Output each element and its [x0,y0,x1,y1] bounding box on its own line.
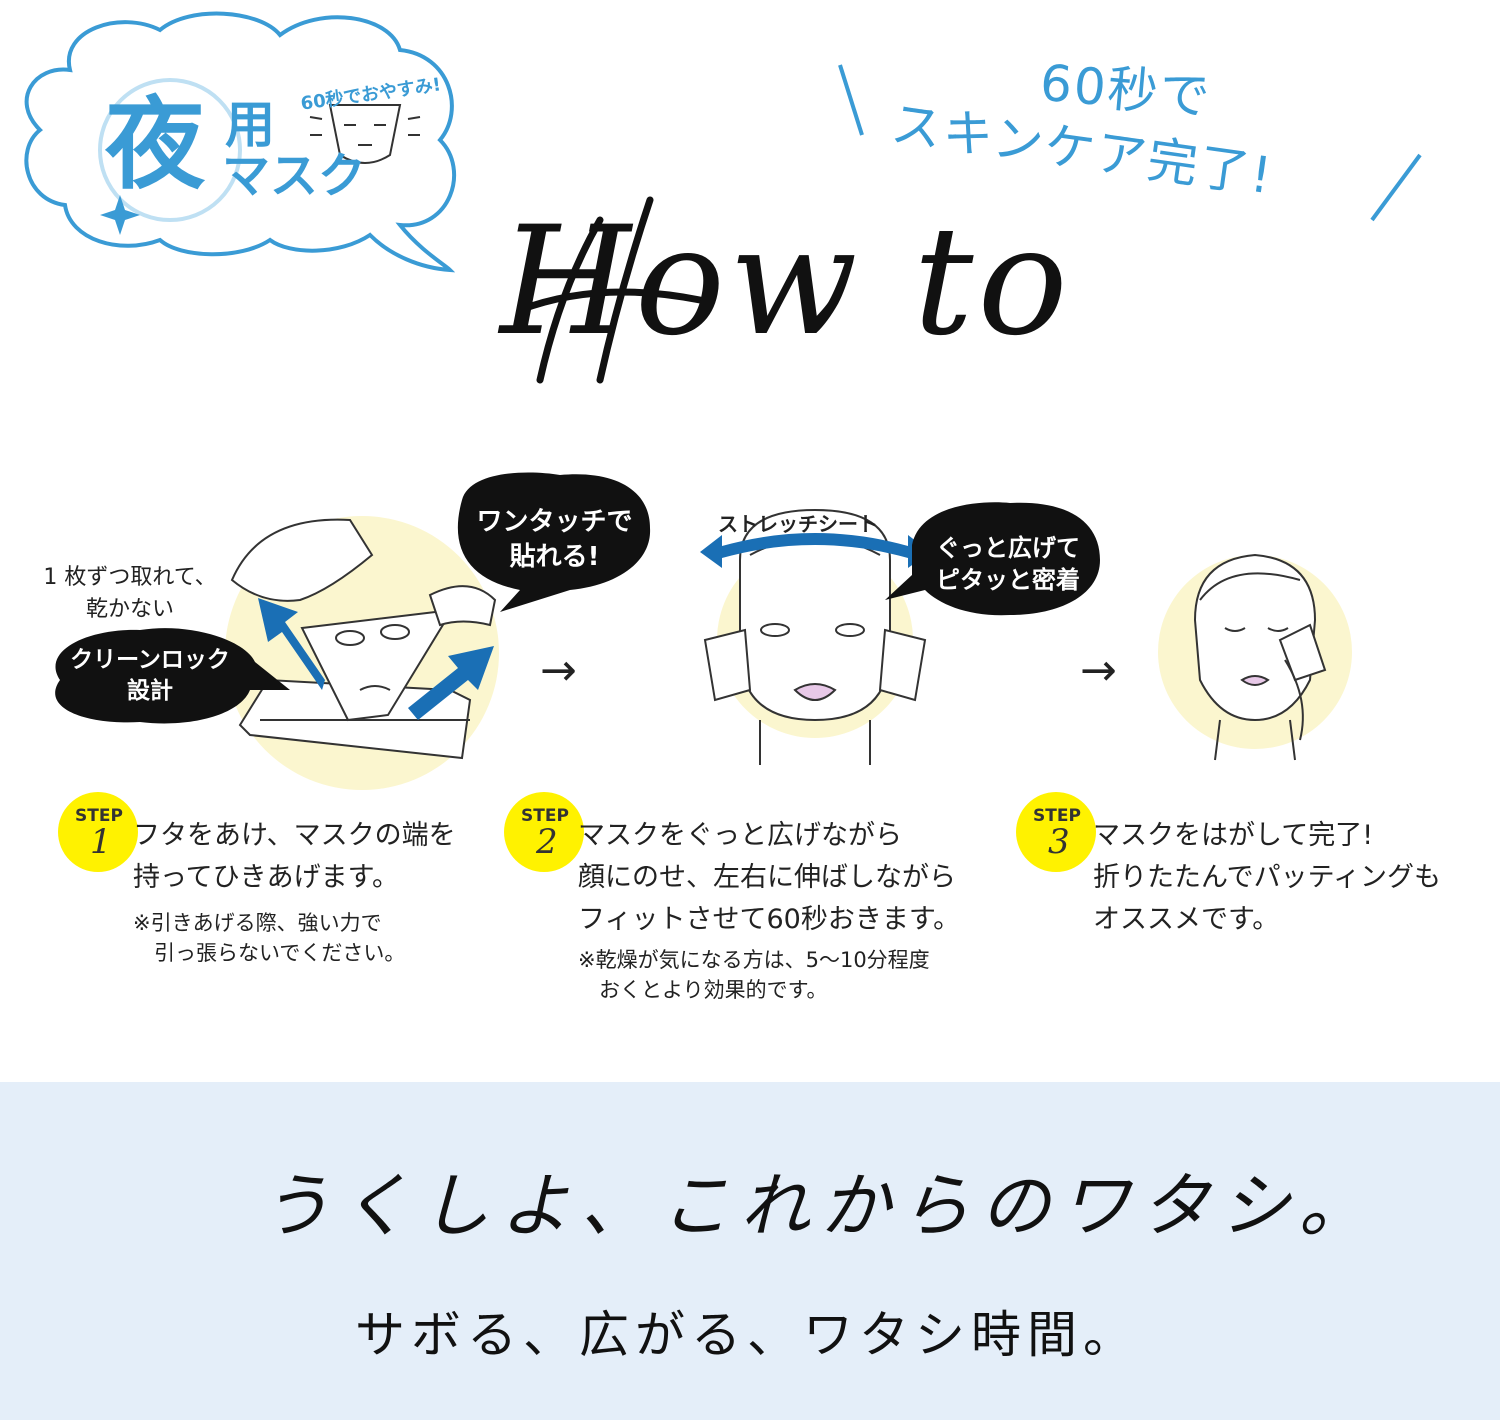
arrow-up-right-icon [408,646,494,720]
step2-label: STEP [521,806,569,826]
step2-number: 2 [536,822,558,862]
step1-bubble-left-text: クリーンロック 設計 [70,647,230,705]
step1-badge-circle [58,792,138,872]
step1-number: 1 [90,822,112,862]
footer-sub-tagline: サボる、広がる、ワタシ時間。 [355,1306,1139,1364]
how-to-heading: How to [500,195,1072,369]
step1-text: フタをあけ、マスクの端を 持ってひきあげます。 [133,820,456,893]
step2-note: ※乾燥が気になる方は、5〜10分程度 おくとより効果的です。 [578,948,930,1003]
sparkle-icon [100,195,140,235]
arrow-up-left-icon [258,598,325,690]
tagline-slash-left [838,64,864,136]
step3-text: マスクをはがして完了! 折りたたんでパッティングも オススメです。 [1093,820,1442,935]
step1-label: STEP [75,806,123,826]
step1-mask-package-illustration [230,518,497,760]
step2-to-step3-arrow: → [1080,645,1117,696]
night-mask-cloud-badge [24,11,457,273]
step2-stretch-sheet-illustration [700,508,930,765]
badge-mask-word: マスク [222,148,367,204]
step3-number: 3 [1048,822,1070,862]
stretch-arrow-icon [700,533,930,568]
footer-main-tagline: うくしよ、これからのワタシ。 [260,1165,1379,1247]
step2-bubble-text: ぐっと広げて ピタッと密着 [936,534,1080,595]
how-to-heading-script [516,196,704,384]
step1-note: ※引きあげる際、強い力で 引っ張らないでください。 [133,911,406,966]
badge-night-char: 夜 [105,86,205,203]
mask-face-icon [309,104,421,164]
step2-bubble-shape [885,502,1100,616]
step1-bubble-right-text: ワンタッチで 貼れる! [476,507,633,573]
step3-badge-circle [1016,792,1096,872]
step2-badge-circle [504,792,584,872]
step3-label: STEP [1033,806,1081,826]
step1-bubble-right-shape [457,472,651,612]
step1-left-label: 1 枚ずつ取れて、 乾かない [43,565,217,622]
step1-to-step2-arrow: → [540,645,577,696]
step2-stretch-label: ストレッチシート [718,512,878,536]
step2-text: マスクをぐっと広げながら 顔にのせ、左右に伸ばしながら フィットさせて60秒おき… [578,820,961,935]
step3-face-illustration [1193,553,1327,761]
tagline-slash-right [1370,153,1422,222]
step1-bubble-left-shape [55,628,290,724]
footer-band [0,1082,1500,1420]
badge-use-char: 用 [225,96,275,154]
moon-circle [98,78,242,222]
